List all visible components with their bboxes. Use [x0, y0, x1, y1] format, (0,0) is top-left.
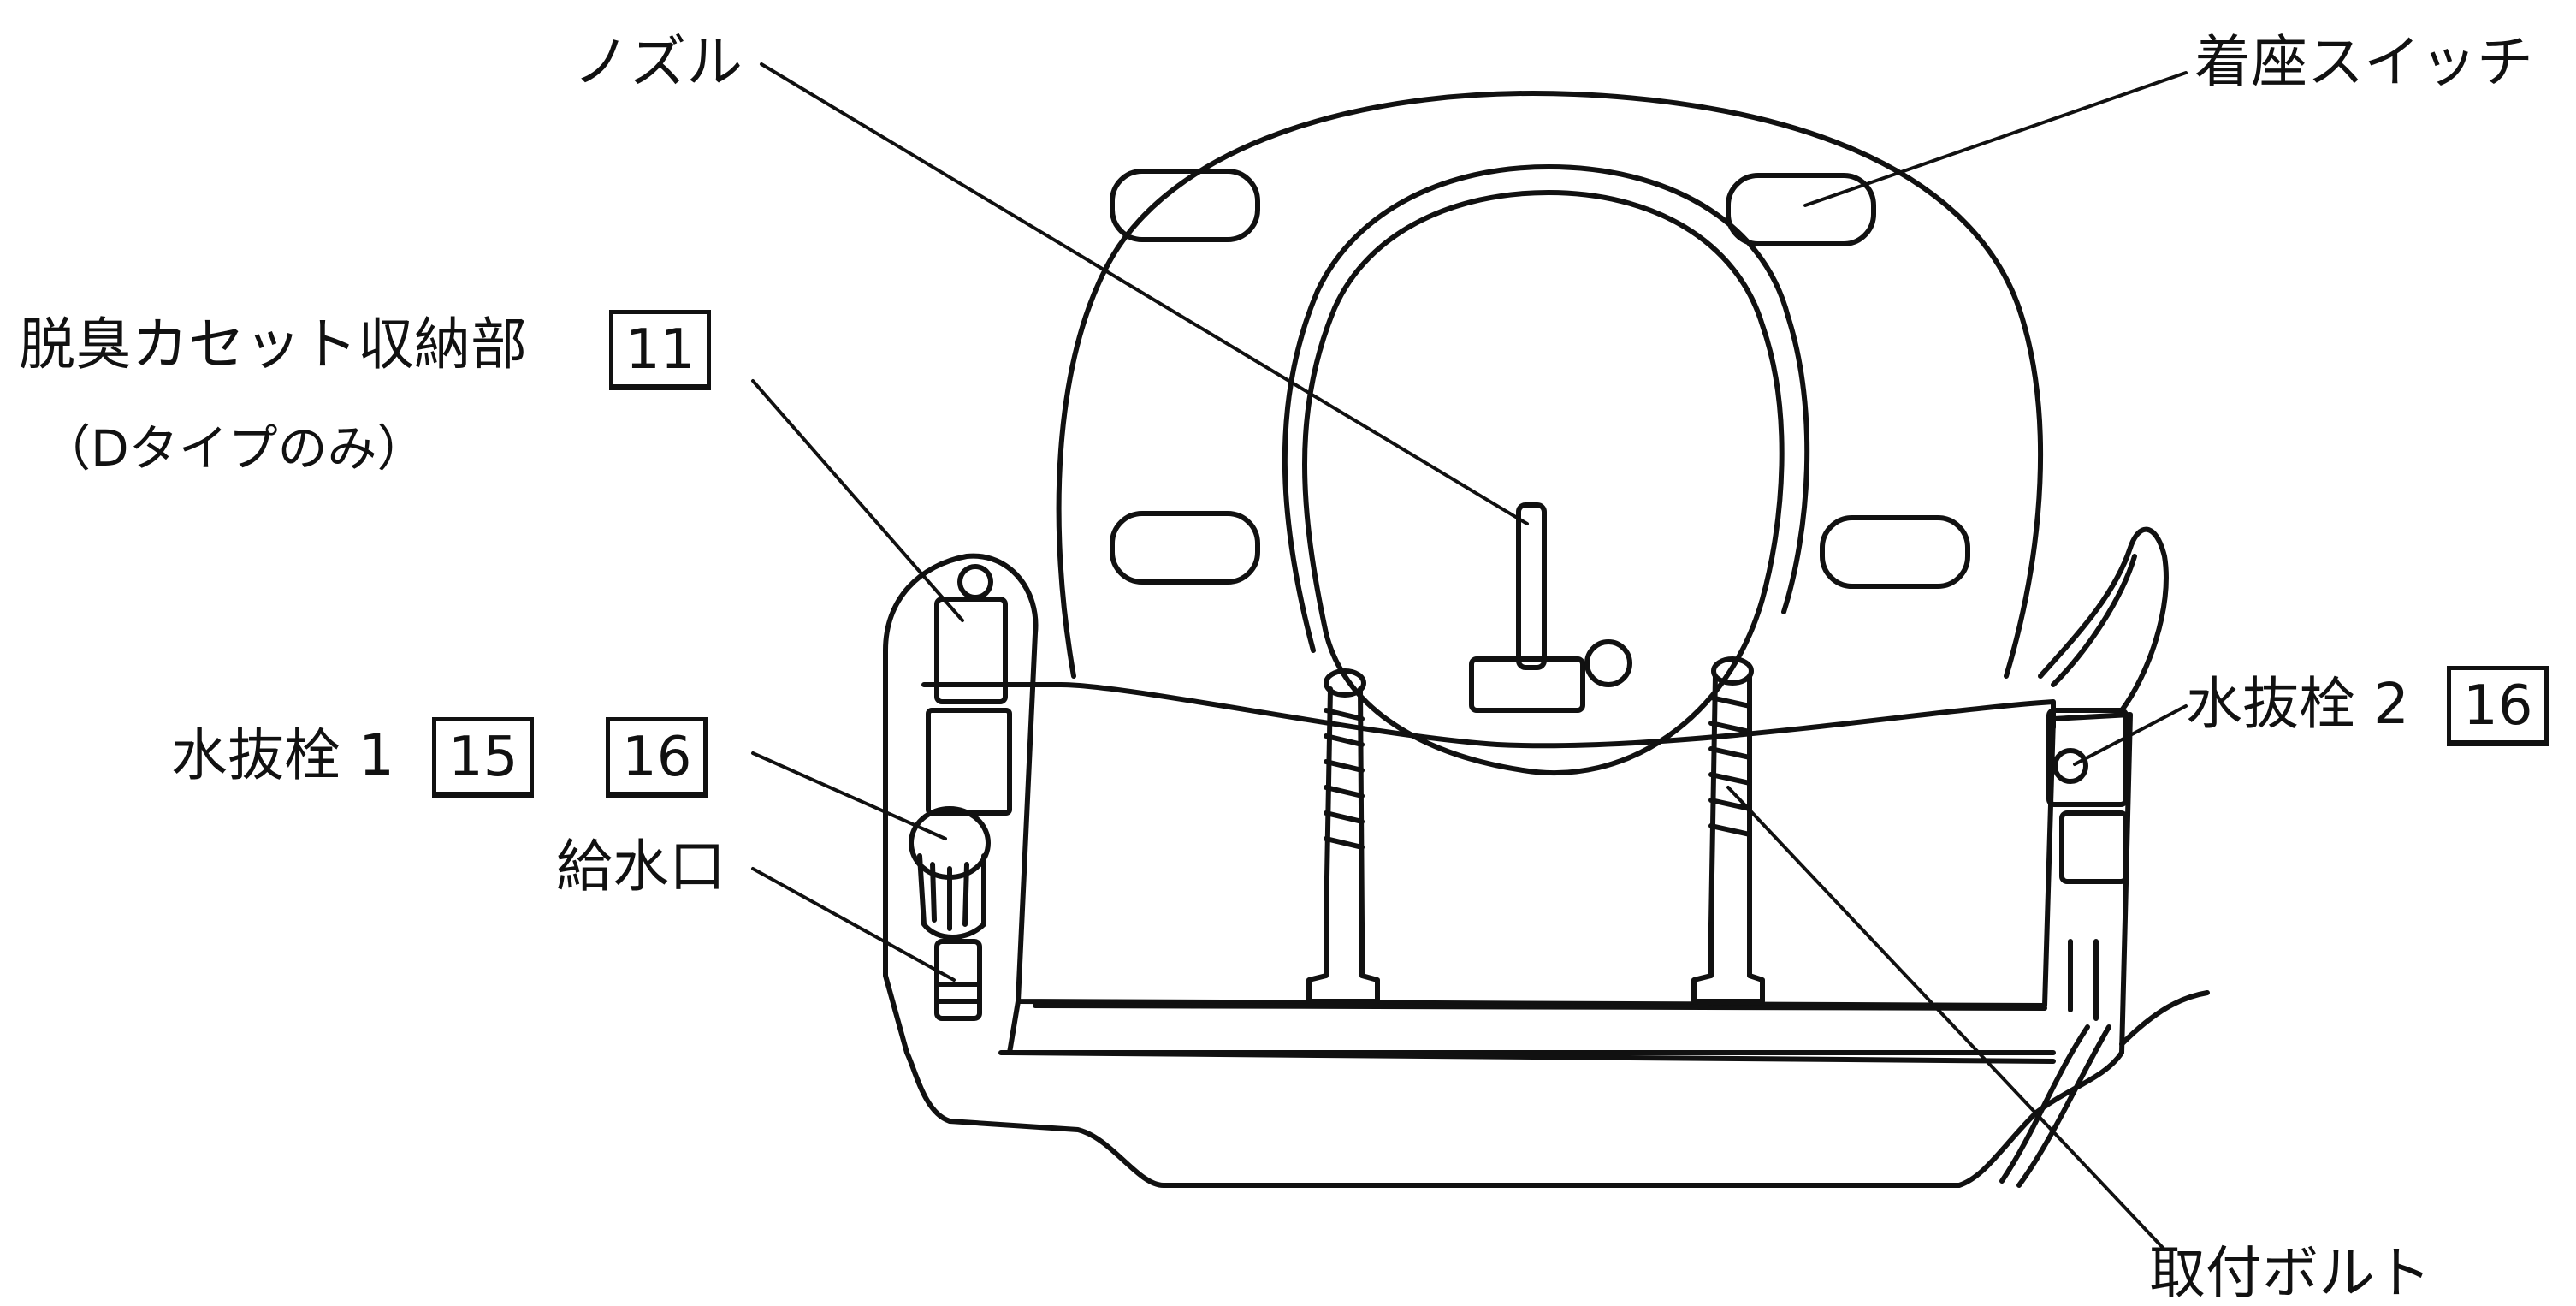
page-ref-drain-plug-1-b: 16: [606, 717, 708, 798]
bumper-bottom-right: [1820, 515, 1970, 589]
mount-bolt-left: [1306, 668, 1380, 1004]
label-deodorizer: 脱臭カセット収納部: [19, 312, 527, 377]
seat-opening: [1302, 190, 1785, 776]
nozzle: [1516, 502, 1547, 670]
page-ref-drain-plug-1-a: 15: [432, 717, 535, 798]
seat-outline: [1056, 91, 2044, 679]
label-mount-bolt: 取付ボルト: [2149, 1240, 2431, 1306]
leader-deodorizer: [751, 379, 964, 622]
leader-drain-plug-1: [751, 751, 947, 840]
nozzle-housing: [1469, 656, 1585, 713]
leader-mount-bolt: [1726, 786, 2166, 1251]
page-ref-drain-plug-2: 16: [2447, 666, 2549, 746]
seat-opening-rim: [1282, 164, 1810, 653]
bumper-top-left: [1110, 169, 1260, 242]
label-water-inlet: 給水口: [556, 834, 725, 899]
label-drain-plug-1: 水抜栓 1: [171, 722, 394, 788]
water-inlet: [934, 939, 982, 1021]
mount-bolt-right: [1691, 656, 1765, 1004]
leader-seat-switch: [1803, 71, 2188, 207]
bumper-bottom-left: [1110, 511, 1260, 585]
leader-nozzle: [760, 62, 1529, 525]
drain-plug-2: [2052, 748, 2088, 784]
page-ref-deodorizer: 11: [609, 310, 712, 390]
leader-water-inlet: [751, 867, 956, 982]
unit-body-top: [921, 682, 2056, 749]
unit-body: [883, 553, 2133, 1188]
bumper-top-right: [1726, 173, 1876, 246]
label-deodorizer-note: （Dタイプのみ）: [41, 419, 427, 478]
label-drain-plug-2: 水抜栓 2: [2186, 671, 2409, 737]
label-nozzle: ノズル: [573, 29, 743, 95]
leader-drain-plug-2: [2073, 704, 2188, 766]
power-cord: [2038, 526, 2169, 713]
label-seat-switch: 着座スイッチ: [2194, 29, 2533, 95]
